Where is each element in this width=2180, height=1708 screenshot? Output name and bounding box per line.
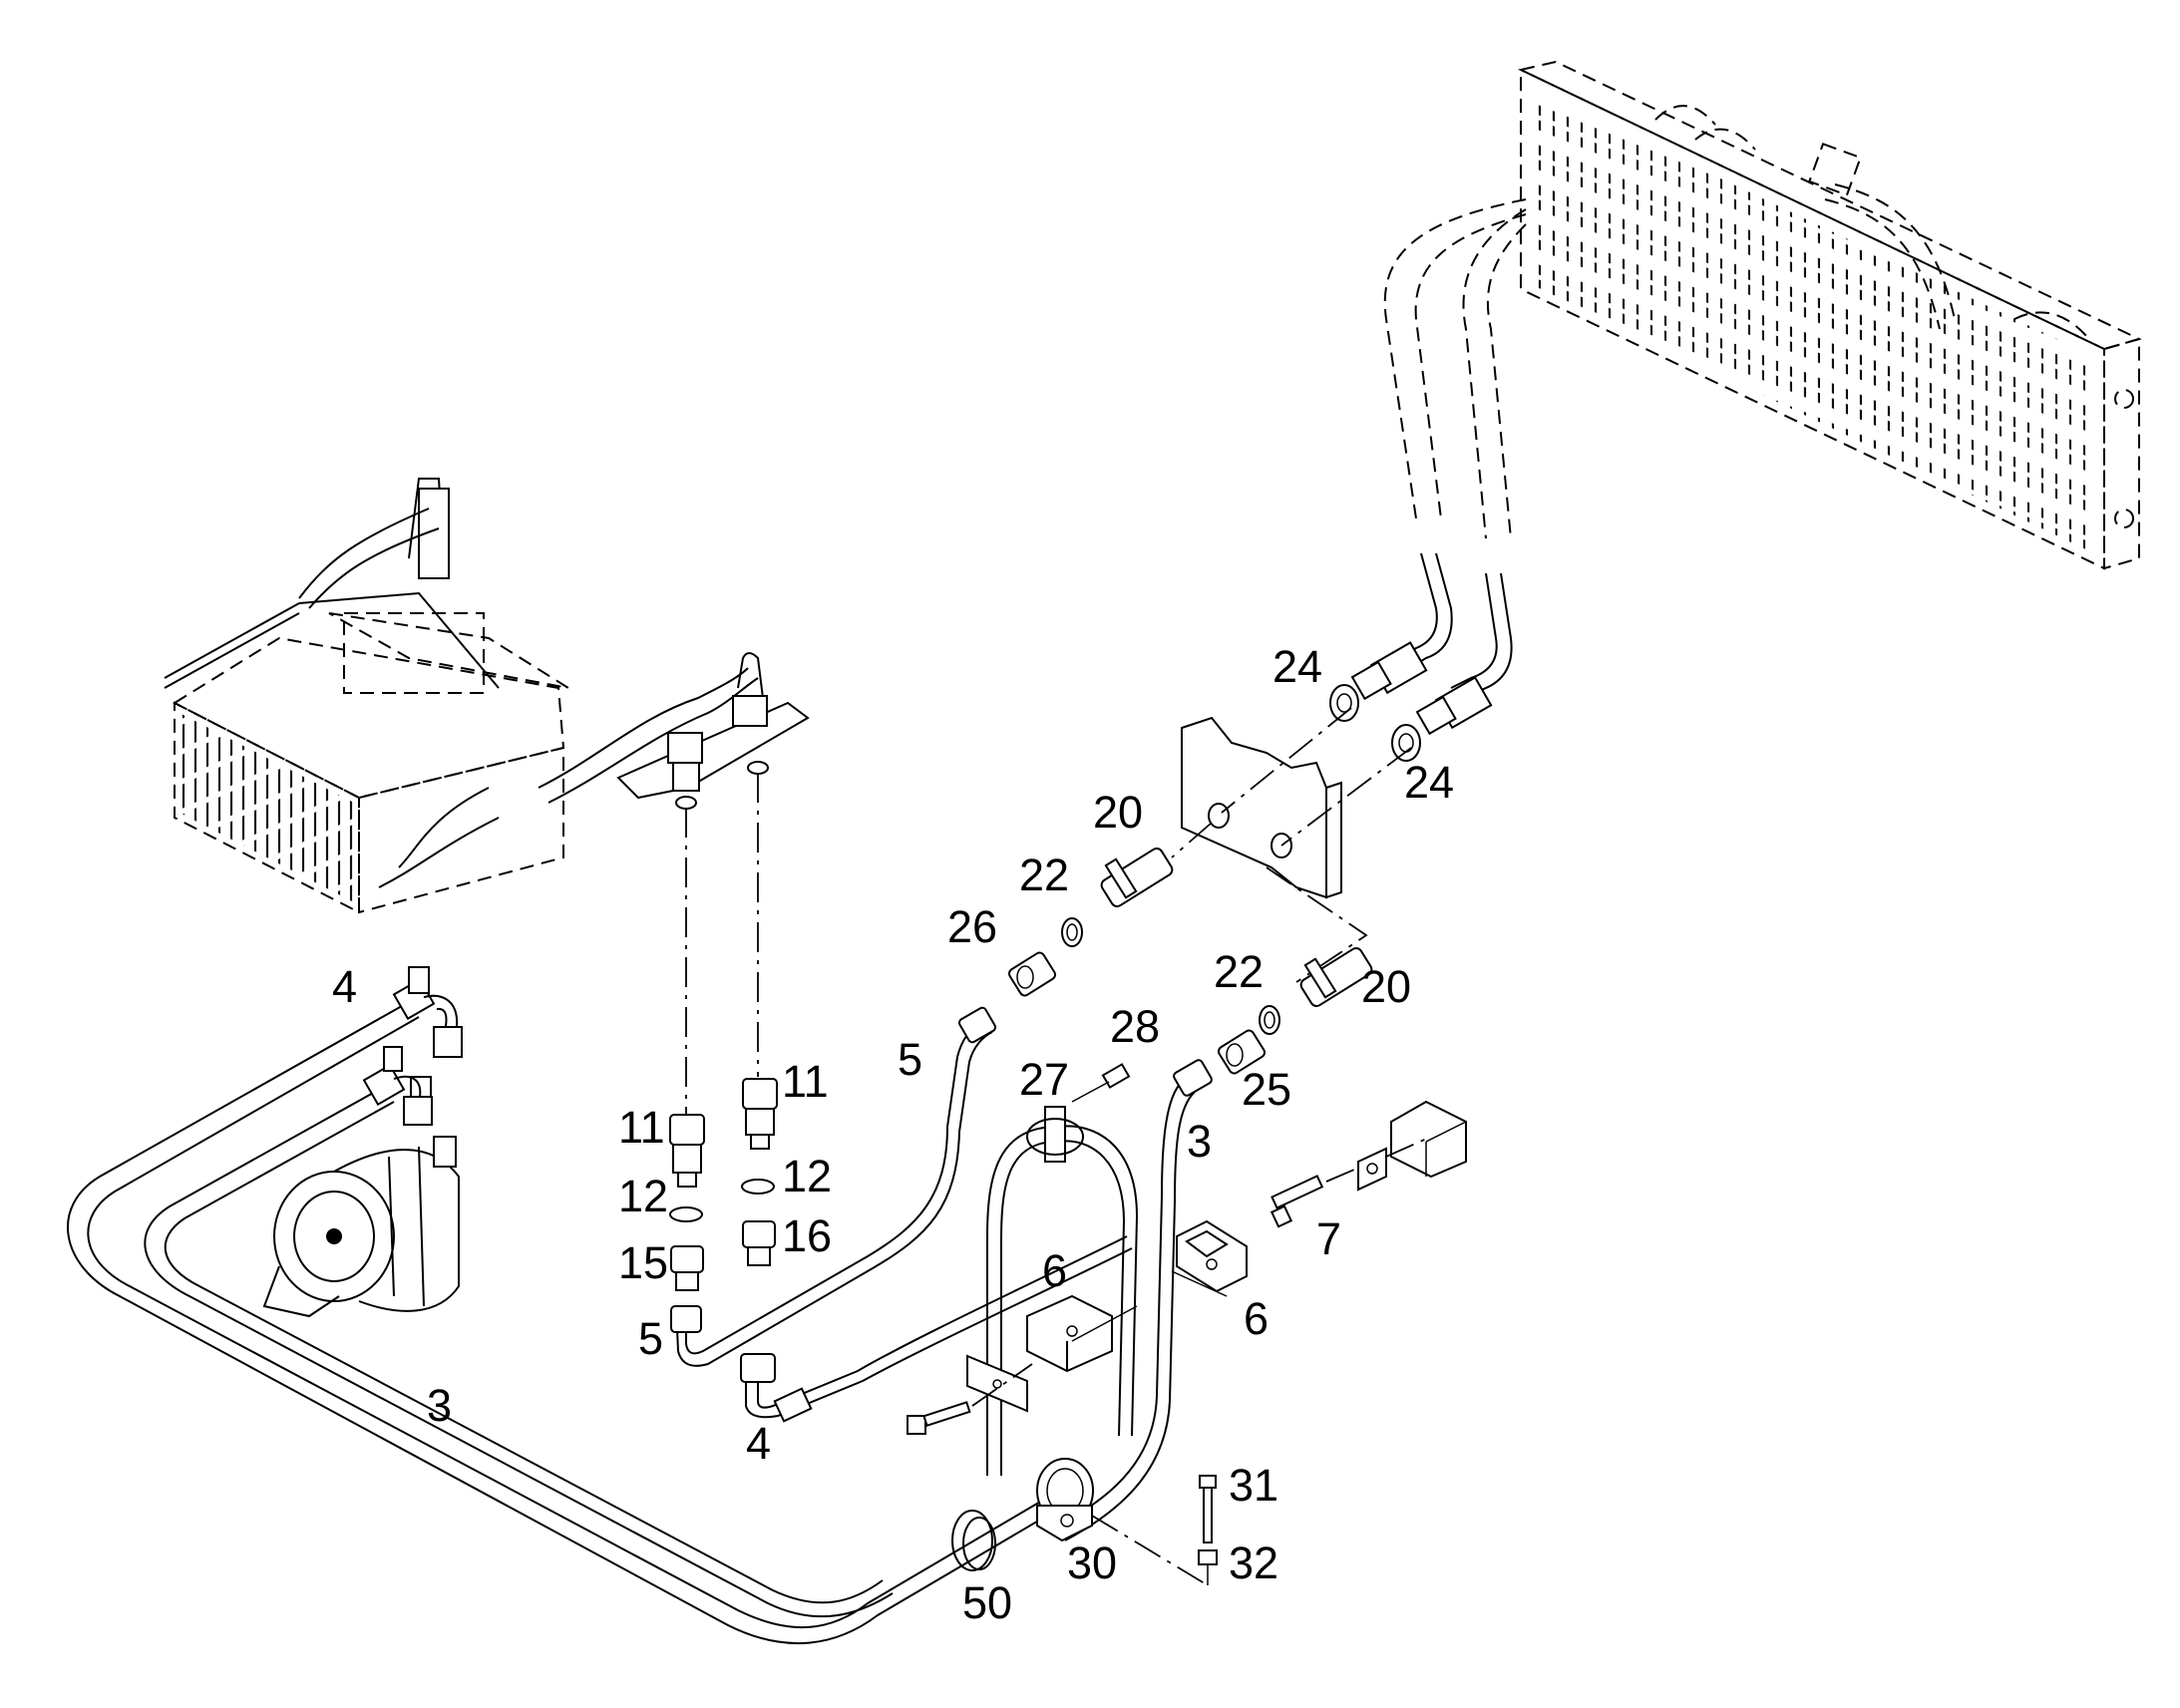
callout-24-upper: 24 [1272,641,1322,692]
callout-26: 26 [947,901,997,952]
callout-12-left: 12 [618,1171,668,1221]
nut-32 [1091,1515,1218,1586]
callout-20-lower: 20 [1361,961,1411,1012]
clip-27 [1026,1106,1084,1163]
fitting-11-right [742,1078,778,1150]
callout-28: 28 [1110,1001,1160,1052]
clamp-6-right [1171,1219,1248,1297]
nut-24-upper [1329,684,1359,722]
callout-5-upper: 5 [898,1034,922,1085]
plate-lower [966,1354,1028,1413]
fitting-11-left [669,1114,705,1188]
fitting-26 [1007,951,1057,997]
screw-28 [1071,1063,1131,1103]
callout-3-left: 3 [427,1380,452,1431]
bolt-7 [1270,1166,1362,1228]
fitting-15 [670,1245,704,1291]
callout-4-upper: 4 [332,961,357,1012]
callout-15: 15 [618,1237,668,1288]
callout-27: 27 [1019,1054,1069,1105]
callout-22-lower: 22 [1214,946,1264,997]
callout-32: 32 [1229,1537,1278,1588]
callout-3-right: 3 [1187,1116,1212,1167]
callout-50: 50 [962,1577,1012,1628]
fitting-25 [1217,1029,1267,1075]
condenser [1383,60,2142,570]
o-ring-12-left [669,1206,703,1222]
callout-24-lower: 24 [1404,757,1454,808]
callout-7: 7 [1316,1213,1341,1264]
callout-labels: 24 24 20 22 26 22 20 4 28 27 5 11 11 25 … [332,641,1454,1628]
hose-4-lower [740,1235,1133,1423]
plate-7 [1357,1147,1387,1192]
condenser-lines [1350,552,1513,736]
callout-6-upper: 6 [1042,1245,1067,1296]
band-50 [951,1510,996,1571]
callout-31: 31 [1229,1460,1278,1511]
o-ring-22-lower [1259,1005,1280,1035]
callout-11-right: 11 [782,1056,829,1107]
bolt-31 [1199,1475,1217,1543]
callout-4-lower: 4 [746,1418,771,1469]
fitting-16 [742,1220,776,1266]
o-ring-12-right [741,1179,775,1195]
callout-12-right: 12 [782,1151,832,1201]
hose-5 [670,1006,997,1367]
callout-5-lower: 5 [638,1313,663,1364]
o-ring-22-upper [1061,917,1083,947]
callout-6-right: 6 [1244,1293,1269,1344]
callout-16: 16 [782,1210,832,1261]
callout-11-left: 11 [618,1102,665,1153]
evaporator-unit [164,478,810,914]
clamp-6-lower [1026,1294,1113,1373]
callout-25: 25 [1242,1064,1291,1115]
bulkhead-fitting-20-upper [1100,822,1213,908]
callout-22-upper: 22 [1019,850,1069,900]
hose-3-right [986,1059,1213,1541]
bolt-lower [907,1305,1138,1435]
block-7 [1385,1100,1467,1179]
clamp-30 [1036,1458,1094,1542]
callout-30: 30 [1067,1537,1117,1588]
hose-3-loop [66,966,1048,1645]
callout-20-upper: 20 [1093,787,1143,838]
bulkhead-bracket [1181,707,1412,983]
nut-24-lower [1391,724,1421,762]
bulkhead-fitting-20-lower [1299,946,1373,1008]
